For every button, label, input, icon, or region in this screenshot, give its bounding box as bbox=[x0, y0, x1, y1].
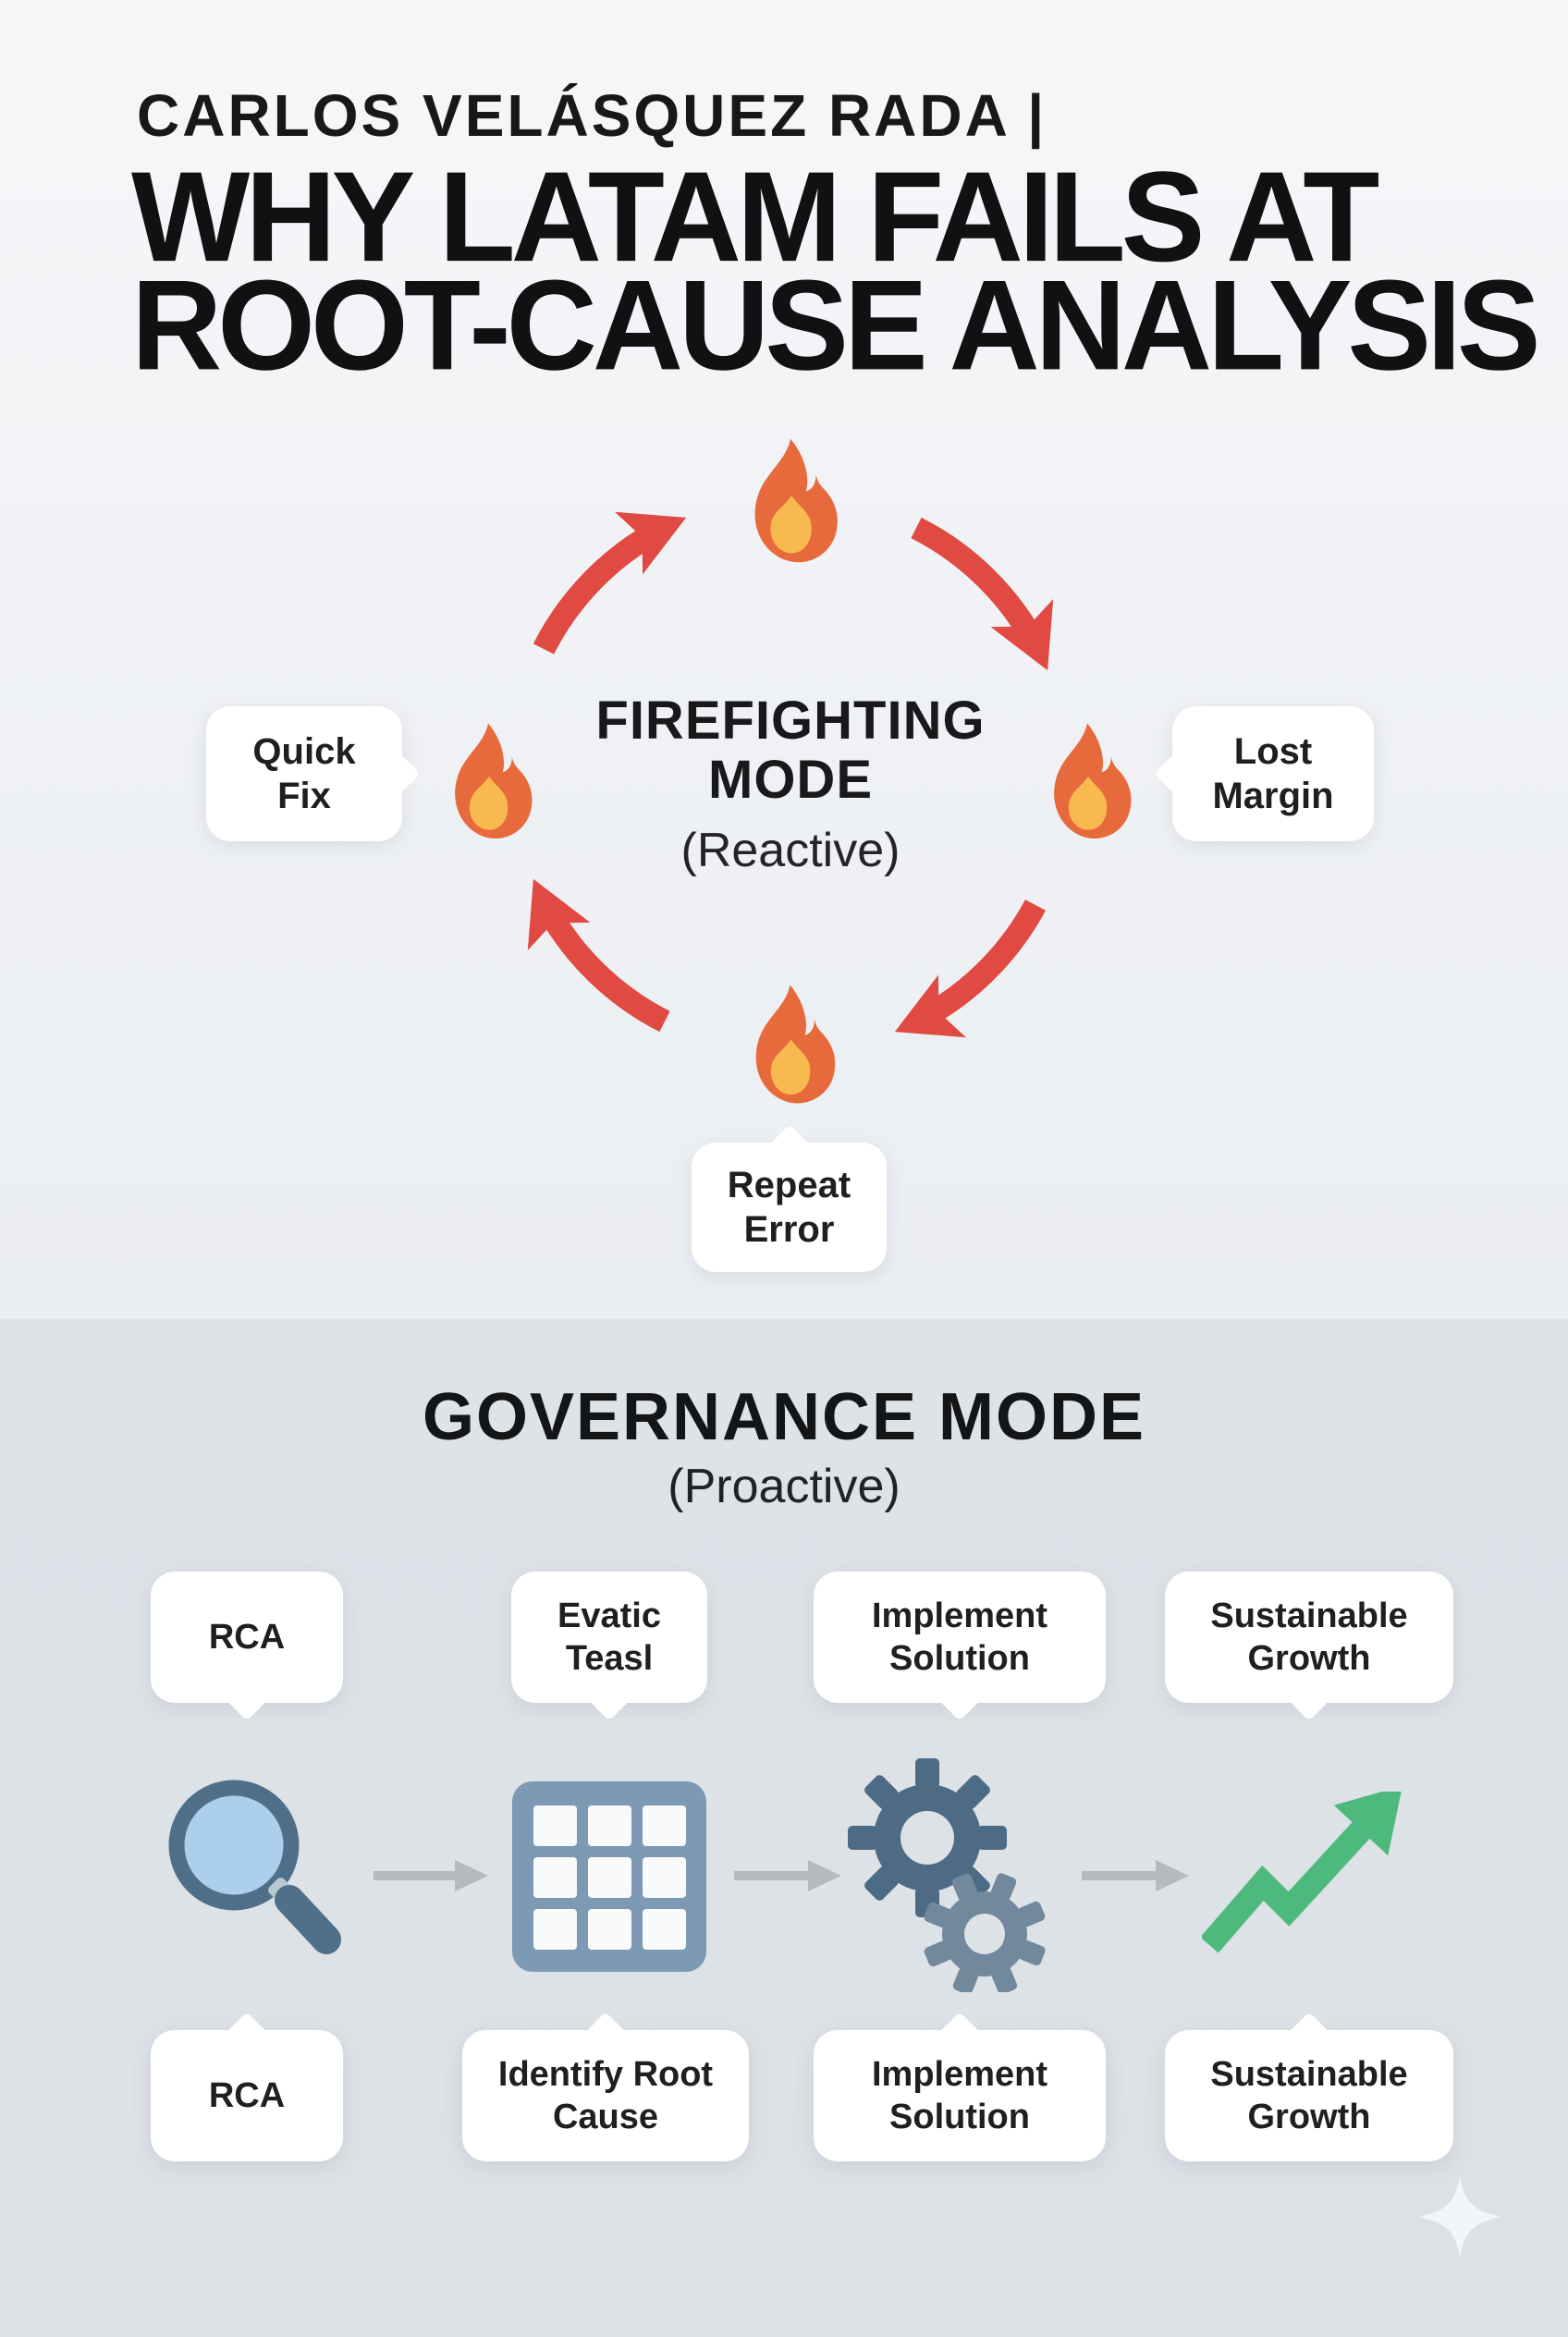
sparkle-icon bbox=[1419, 2176, 1501, 2257]
page-title: WHY LATAM FAILS AT ROOT-CAUSE ANALYSIS bbox=[131, 144, 1541, 397]
step2-top-label: Evatic Teasl bbox=[557, 1597, 661, 1678]
flame-icon-top bbox=[754, 438, 838, 563]
step2-top-bubble: Evatic Teasl bbox=[511, 1572, 707, 1721]
step3-top-label: Implement Solution bbox=[871, 1597, 1048, 1678]
page-title-line1: WHY LATAM FAILS AT bbox=[131, 144, 1379, 288]
step2-bottom-bubble: Identify Root Cause bbox=[462, 2012, 749, 2161]
firefighting-section: CARLOS VELÁSQUEZ RADA | WHY LATAM FAILS … bbox=[0, 0, 1568, 1319]
step3-top-bubble: Implement Solution bbox=[814, 1572, 1106, 1721]
page-title-line2: ROOT-CAUSE ANALYSIS bbox=[131, 252, 1541, 397]
quick-fix-bubble: Quick Fix bbox=[206, 706, 421, 841]
step1-bottom-bubble: RCA bbox=[151, 2012, 343, 2161]
repeat-error-label: Repeat Error bbox=[727, 1165, 851, 1250]
step3-bottom-label: Implement Solution bbox=[871, 2055, 1048, 2136]
firefighting-mode-line1: FIREFIGHTING bbox=[595, 691, 986, 751]
step4-top-label: Sustainable Growth bbox=[1210, 1597, 1408, 1678]
firefighting-mode-subtitle: (Reactive) bbox=[680, 824, 900, 877]
step1-top-label: RCA bbox=[208, 1618, 286, 1657]
connector-arrow-icon bbox=[1080, 1858, 1191, 1893]
firefighting-mode-line2: MODE bbox=[708, 750, 873, 810]
flame-icon-bottom bbox=[755, 985, 836, 1104]
quick-fix-label: Quick Fix bbox=[252, 731, 356, 816]
repeat-error-bubble: Repeat Error bbox=[692, 1124, 887, 1272]
gears-icon bbox=[846, 1756, 1054, 1995]
lost-margin-bubble: Lost Margin bbox=[1154, 706, 1374, 841]
step4-bottom-label: Sustainable Growth bbox=[1210, 2055, 1408, 2136]
magnifier-icon bbox=[151, 1777, 350, 1978]
step4-bottom-bubble: Sustainable Growth bbox=[1165, 2012, 1453, 2161]
step2-bottom-label: Identify Root Cause bbox=[497, 2055, 714, 2136]
firefighting-mode-caption: FIREFIGHTING MODE (Reactive) bbox=[578, 691, 1003, 878]
step4-top-bubble: Sustainable Growth bbox=[1165, 1572, 1453, 1721]
flame-icon-right bbox=[1054, 723, 1132, 839]
step1-bottom-label: RCA bbox=[208, 2076, 286, 2115]
trending-up-arrow-icon bbox=[1200, 1785, 1428, 1953]
connector-arrow-icon bbox=[372, 1858, 490, 1893]
table-icon bbox=[512, 1781, 706, 1972]
flame-icon-left bbox=[455, 723, 533, 839]
governance-mode-title: GOVERNANCE MODE bbox=[422, 1380, 1146, 1454]
lost-margin-label: Lost Margin bbox=[1212, 731, 1334, 816]
firefighting-cycle-diagram bbox=[455, 438, 1132, 1104]
connector-arrow-icon bbox=[732, 1858, 843, 1893]
governance-mode-subtitle: (Proactive) bbox=[668, 1460, 900, 1513]
step3-bottom-bubble: Implement Solution bbox=[814, 2012, 1106, 2161]
author-byline: CARLOS VELÁSQUEZ RADA | bbox=[137, 82, 1047, 149]
step1-top-bubble: RCA bbox=[151, 1572, 343, 1721]
